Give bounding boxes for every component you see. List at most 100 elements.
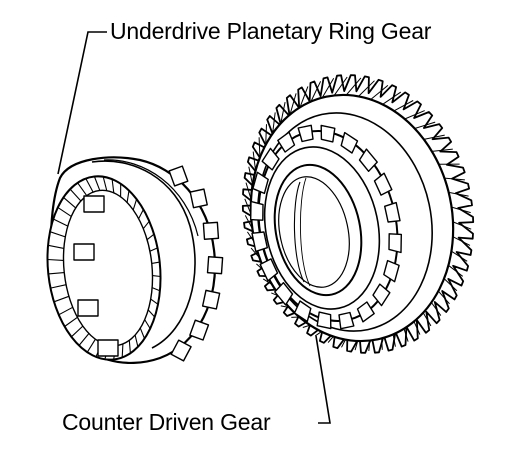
ring-gear-internal-splines xyxy=(47,176,161,360)
underdrive-ring-gear xyxy=(46,156,224,365)
ring-gear-inner-lugs xyxy=(73,195,119,357)
ring-gear-spline xyxy=(86,338,96,353)
ring-gear-rim-band xyxy=(91,160,196,349)
counter-gear-tooth-line xyxy=(370,85,389,100)
counter-gear-tooth-line xyxy=(345,77,362,96)
ring-gear-spline xyxy=(139,327,146,339)
counter-gear-tooth-line xyxy=(289,93,297,115)
counter-gear-tooth-line xyxy=(414,121,436,129)
ring-gear-spline xyxy=(134,334,139,348)
ring-gear-spline xyxy=(126,190,130,203)
ring-gear-notch xyxy=(168,165,189,187)
counter-gear-lug xyxy=(338,311,355,330)
ring-gear-spline xyxy=(53,295,70,303)
counter-gear-tooth-line xyxy=(448,264,464,277)
ring-gear-spline xyxy=(150,298,159,305)
label-counter-driven-gear: Counter Driven Gear xyxy=(62,409,271,435)
ring-gear-rim-notches xyxy=(168,165,224,362)
ring-gear-inner-lug xyxy=(83,195,105,213)
counter-gear-clutch-lugs xyxy=(250,124,402,330)
ring-gear-spline xyxy=(144,319,151,329)
counter-gear-tooth-line xyxy=(452,221,472,230)
ring-gear-spline xyxy=(152,275,161,278)
ring-gear-notch xyxy=(189,188,208,209)
counter-gear-tooth-line xyxy=(444,177,465,181)
counter-gear-tooth-line xyxy=(451,206,471,214)
ring-gear-spline xyxy=(151,261,160,264)
counter-gear-tooth-line xyxy=(422,312,432,327)
ring-gear-spline xyxy=(132,199,138,211)
ring-gear-spline xyxy=(85,178,94,193)
counter-gear-tooth-line xyxy=(423,134,445,140)
counter-gear-lug xyxy=(356,301,375,323)
ring-gear-spline xyxy=(58,306,73,316)
ring-gear-spline xyxy=(49,231,66,238)
counter-gear-tooth-line xyxy=(252,151,257,171)
counter-gear-tooth-line xyxy=(430,302,442,316)
counter-gear-lug xyxy=(373,172,393,196)
leader-line-ring-gear xyxy=(57,31,107,175)
counter-gear-tooth-line xyxy=(358,80,375,97)
ring-gear-spline xyxy=(64,316,78,327)
counter-gear-tooth-line xyxy=(437,290,450,305)
counter-gear-tooth-line xyxy=(265,124,267,145)
counter-gear-tooth-line xyxy=(299,86,309,108)
ring-gear-spline xyxy=(47,258,64,261)
counter-gear-tooth-line xyxy=(280,102,286,124)
counter-gear-tooth-line xyxy=(333,76,348,96)
counter-gear-lug xyxy=(293,300,312,323)
counter-gear-tooth-line xyxy=(404,110,425,120)
counter-gear-tooth-line xyxy=(448,191,469,197)
counter-gear-lug xyxy=(252,171,269,195)
ring-gear-inner-lug xyxy=(77,299,99,317)
ring-gear-spline xyxy=(149,247,158,252)
counter-gear-bore-inner xyxy=(278,176,350,288)
counter-gear-tooth-line xyxy=(327,336,334,343)
ring-gear-spline xyxy=(142,220,150,230)
ring-gear-spline xyxy=(138,209,144,219)
counter-gear-tooth-line xyxy=(382,91,402,105)
ring-gear-spline xyxy=(63,196,77,209)
ring-gear-spline xyxy=(111,179,115,193)
ring-gear-spline xyxy=(146,233,155,241)
ring-gear-spline xyxy=(53,218,69,227)
counter-gear-lug xyxy=(251,231,268,253)
counter-gear-tooth-line xyxy=(258,137,261,158)
leader-line-counter-gear xyxy=(315,335,331,424)
counter-gear-tooth-line xyxy=(368,340,371,352)
counter-gear-tooth-line xyxy=(321,77,335,98)
counter-driven-gear xyxy=(241,74,475,354)
ring-gear-notch xyxy=(189,319,210,341)
counter-gear-tooth-line xyxy=(451,250,468,262)
counter-gear-lug xyxy=(274,282,294,306)
counter-gear-tooth-line xyxy=(393,100,414,112)
counter-gear-lug xyxy=(372,283,391,307)
counter-gear-lug xyxy=(261,147,280,171)
ring-gear-spline xyxy=(50,284,67,289)
counter-gear-lug xyxy=(250,200,264,221)
ring-gear-spline xyxy=(147,309,156,318)
ring-gear-spline xyxy=(121,343,124,358)
ring-gear-spline xyxy=(57,206,72,217)
counter-gear-lug xyxy=(383,259,400,283)
ring-gear-notch xyxy=(202,221,220,240)
ring-gear-inner-lug xyxy=(97,339,119,357)
counter-gear-lug xyxy=(358,148,378,172)
counter-gear-hub-lip xyxy=(263,146,381,310)
ring-gear-spline xyxy=(47,244,65,249)
ring-gear-spline xyxy=(78,333,90,346)
counter-gear-tooth-line xyxy=(392,334,396,347)
counter-gear-lug xyxy=(277,131,296,153)
ring-gear-spline xyxy=(93,176,101,191)
counter-gear-lug xyxy=(259,258,279,282)
ring-gear-notch xyxy=(206,256,224,275)
counter-gear-tooth-line xyxy=(403,328,409,342)
ring-gear-spline xyxy=(102,176,108,191)
counter-gear-tooth-line xyxy=(443,278,458,292)
ring-gear-notch xyxy=(201,289,221,310)
counter-gear-lug xyxy=(316,311,332,330)
ring-gear-spline xyxy=(151,287,161,292)
counter-gear-lug xyxy=(340,131,359,154)
ring-gear-spline xyxy=(77,182,88,196)
